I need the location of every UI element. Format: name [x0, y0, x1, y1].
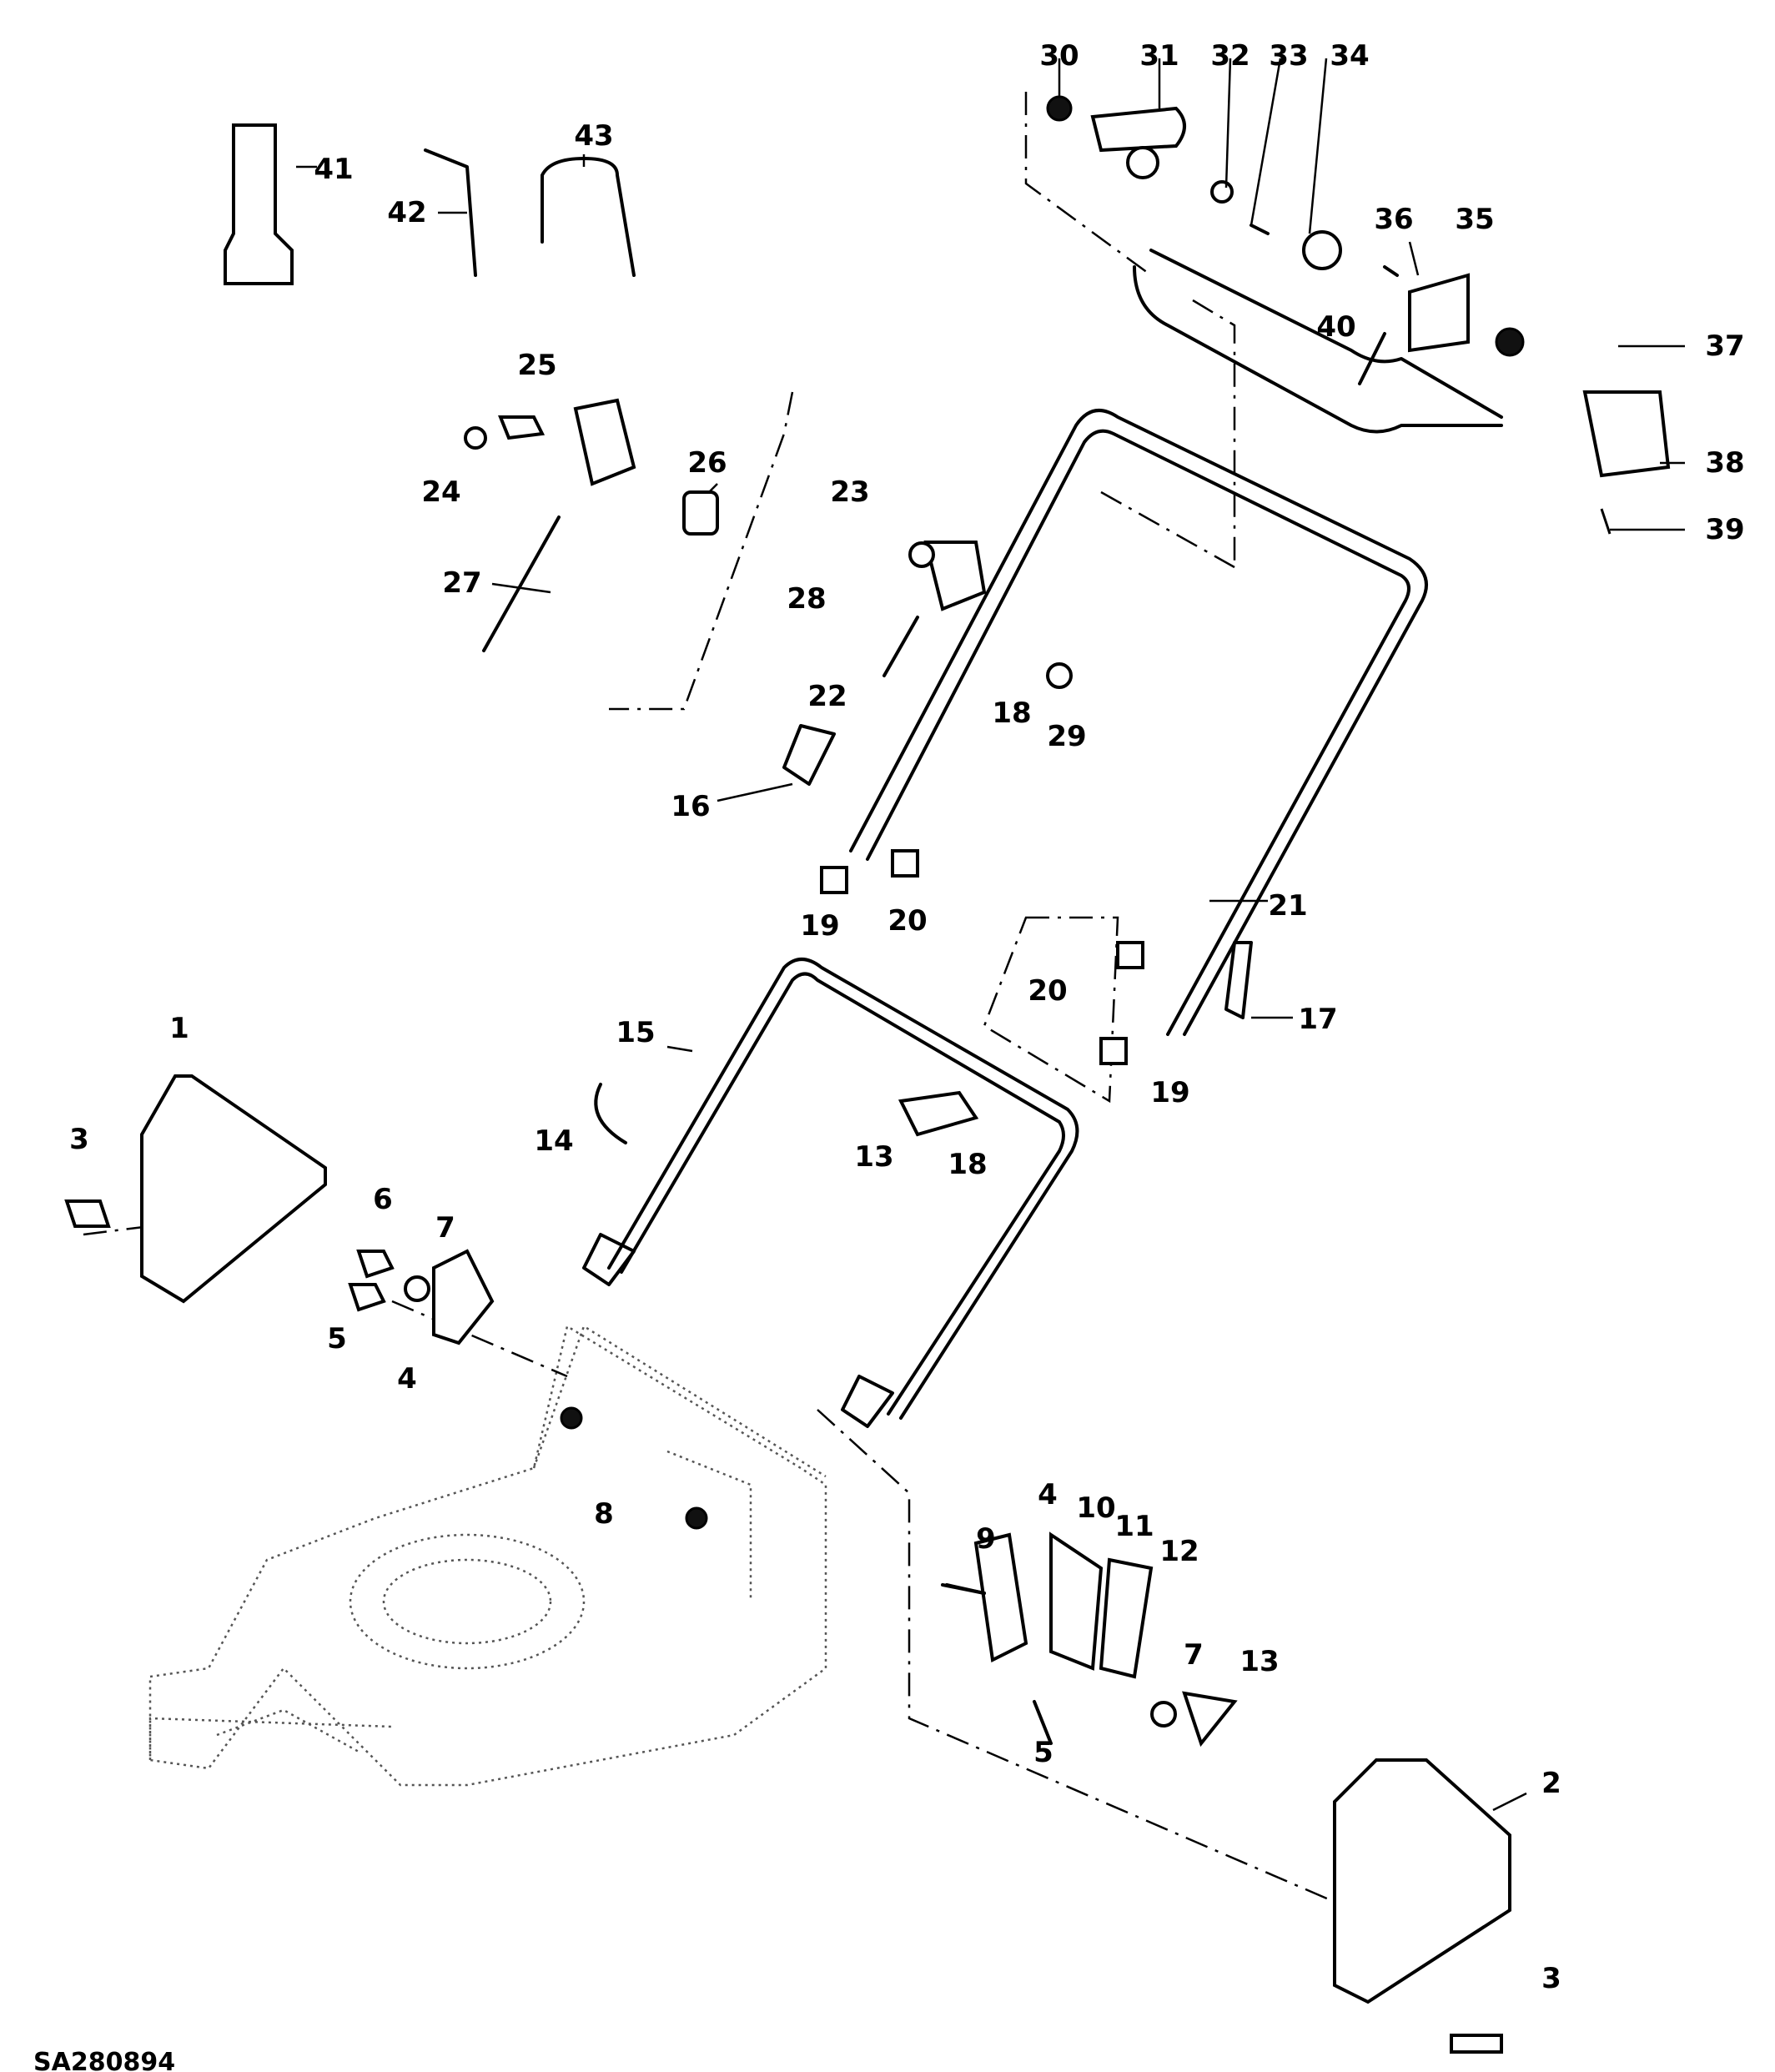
callout-28: 28: [787, 582, 827, 616]
callout-18: 18: [948, 1148, 988, 1181]
control-bail: [1133, 249, 1503, 434]
callout-27: 27: [442, 566, 482, 600]
callout-42: 42: [387, 196, 427, 229]
callout-25: 25: [517, 349, 557, 382]
callout-32: 32: [1210, 39, 1250, 73]
callout-19: 19: [1150, 1076, 1190, 1109]
callout-8: 8: [594, 1497, 614, 1531]
callout-24: 24: [421, 475, 461, 509]
callout-2: 2: [1541, 1767, 1561, 1800]
callout-4: 4: [1038, 1478, 1058, 1511]
callout-20: 20: [1028, 974, 1068, 1008]
callout-19: 19: [800, 909, 840, 943]
lower-handle: [582, 958, 1079, 1428]
callout-22: 22: [807, 680, 847, 713]
callout-12: 12: [1159, 1535, 1199, 1568]
upper-handle: [849, 409, 1428, 1036]
callout-33: 33: [1269, 39, 1309, 73]
callout-1: 1: [169, 1012, 189, 1045]
callout-3: 3: [1541, 1962, 1561, 1995]
callout-30: 30: [1039, 39, 1079, 73]
callout-13: 13: [1239, 1645, 1280, 1678]
callout-38: 38: [1705, 446, 1745, 480]
side-shield-left: [140, 1074, 327, 1304]
mower-deck: [148, 1325, 827, 1787]
assembly-lines: [83, 92, 1335, 1904]
callout-5: 5: [1033, 1736, 1053, 1769]
callout-14: 14: [534, 1124, 574, 1158]
callout-43: 43: [574, 119, 614, 153]
callout-34: 34: [1330, 39, 1370, 73]
callout-31: 31: [1139, 39, 1179, 73]
callout-11: 11: [1114, 1510, 1154, 1543]
callout-39: 39: [1705, 513, 1745, 546]
callout-20: 20: [888, 904, 928, 938]
callout-9: 9: [976, 1522, 996, 1556]
callout-7: 7: [435, 1211, 455, 1245]
callout-leaders: [296, 58, 1685, 1812]
callout-18: 18: [992, 697, 1032, 730]
callout-40: 40: [1316, 310, 1356, 344]
callout-4: 4: [397, 1362, 417, 1396]
callout-21: 21: [1268, 889, 1308, 923]
callout-29: 29: [1047, 720, 1087, 753]
callout-26: 26: [687, 446, 727, 480]
callout-35: 35: [1455, 203, 1495, 236]
callout-7: 7: [1184, 1638, 1204, 1672]
callout-10: 10: [1076, 1491, 1116, 1525]
callout-13: 13: [854, 1140, 894, 1174]
callout-6: 6: [373, 1183, 393, 1216]
drawing-code: SA280894: [33, 2048, 176, 2072]
callout-36: 36: [1374, 203, 1414, 236]
side-shield-right: [1333, 1758, 1511, 2004]
callout-41: 41: [314, 153, 354, 186]
callout-15: 15: [616, 1016, 656, 1049]
callout-16: 16: [671, 790, 711, 823]
small-parts: [64, 95, 1671, 2054]
callout-37: 37: [1705, 329, 1745, 363]
callout-5: 5: [327, 1322, 347, 1355]
callout-3: 3: [69, 1123, 89, 1156]
callout-17: 17: [1298, 1003, 1338, 1036]
callout-23: 23: [830, 475, 870, 509]
